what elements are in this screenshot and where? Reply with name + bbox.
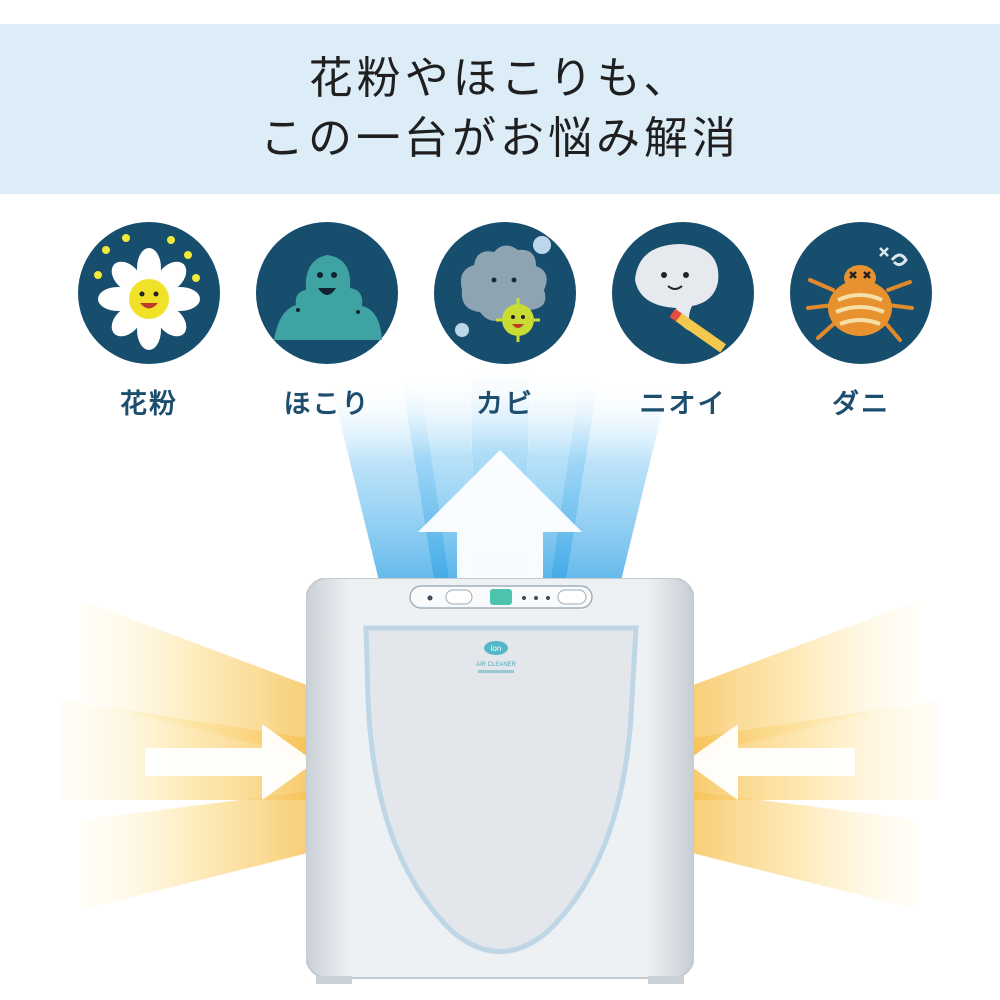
front-panel xyxy=(363,625,639,954)
category-dust: ほこり xyxy=(252,220,402,421)
category-label: ほこり xyxy=(283,389,371,420)
category-odor: ニオイ xyxy=(608,220,758,421)
mode-indicator-1 xyxy=(522,596,526,600)
category-label: カビ xyxy=(476,389,534,420)
dust-mite-icon xyxy=(790,222,932,364)
category-label: ニオイ xyxy=(639,389,727,420)
display-panel xyxy=(490,589,512,605)
concern-categories: 花粉 ほこり カビ xyxy=(0,220,1000,420)
odor-ghost-icon xyxy=(612,222,754,364)
headline-line-2: この一台がお悩み解消 xyxy=(260,113,740,164)
air-purifier-product: ion AIR CLEANER xyxy=(306,578,694,984)
mode-indicator-2 xyxy=(534,596,538,600)
category-mold: カビ xyxy=(430,220,580,421)
category-label: ダニ xyxy=(832,389,890,420)
headline-line-1: 花粉やほこりも、 xyxy=(308,53,692,104)
left-arrow-icon xyxy=(685,724,855,800)
headline-banner: 花粉やほこりも、 この一台がお悩み解消 xyxy=(0,24,1000,194)
up-arrow-icon xyxy=(418,450,582,590)
dirty-air-inflow-left xyxy=(60,600,320,910)
mode-indicator-3 xyxy=(546,596,550,600)
power-button[interactable] xyxy=(557,589,587,605)
mold-spore-icon xyxy=(434,222,576,364)
power-indicator xyxy=(427,595,433,601)
category-label: 花粉 xyxy=(120,389,178,420)
pollen-flower-icon xyxy=(78,222,220,364)
category-mite: ダニ xyxy=(786,220,936,421)
control-panel xyxy=(409,585,593,609)
right-arrow-icon xyxy=(145,724,315,800)
brand-logo: ion AIR CLEANER xyxy=(476,641,517,673)
dirty-air-inflow-right xyxy=(680,600,940,910)
logo-text: ion xyxy=(491,644,502,653)
dust-creature-icon xyxy=(256,222,398,364)
timer-button[interactable] xyxy=(445,589,473,605)
category-pollen: 花粉 xyxy=(74,220,224,421)
brand-text: AIR CLEANER xyxy=(476,662,517,668)
